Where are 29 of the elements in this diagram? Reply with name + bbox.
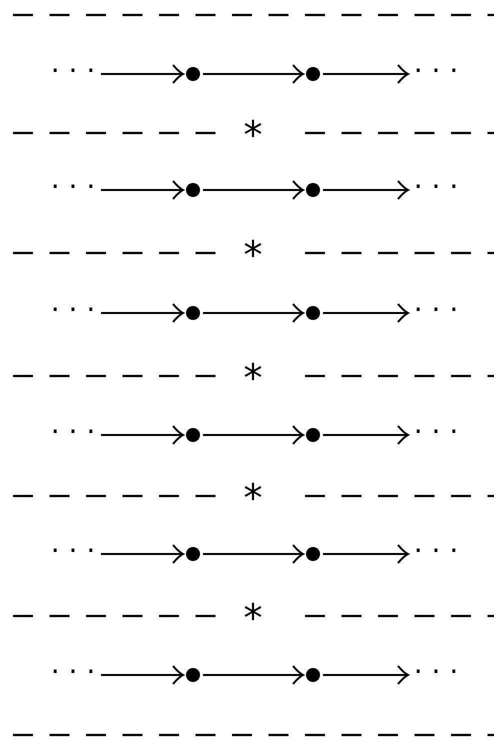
bullet-dot (306, 183, 320, 197)
ellipsis-text: · · · (411, 295, 461, 325)
asterisk-symbol: * (242, 235, 264, 267)
bullet-dot (306, 547, 320, 561)
bullet-dot (186, 428, 200, 442)
ellipsis-text: · · · (48, 295, 98, 325)
bullet-dot (186, 67, 200, 81)
ellipsis-text: · · · (48, 172, 98, 202)
asterisk-symbol: * (242, 598, 264, 630)
ellipsis-text: · · · (411, 657, 461, 687)
bullet-dot (306, 428, 320, 442)
bullet-dot (306, 668, 320, 682)
asterisk-symbol: * (242, 478, 264, 510)
bullet-dot (186, 306, 200, 320)
bullet-dot (306, 67, 320, 81)
bullet-dot (186, 183, 200, 197)
ellipsis-text: · · · (48, 657, 98, 687)
ellipsis-text: · · · (411, 417, 461, 447)
bullet-dot (186, 668, 200, 682)
bullet-dot (186, 547, 200, 561)
ellipsis-text: · · · (411, 56, 461, 86)
bullet-dot (306, 306, 320, 320)
ellipsis-text: · · · (411, 172, 461, 202)
asterisk-symbol: * (242, 115, 264, 147)
asterisk-symbol: * (242, 358, 264, 390)
ellipsis-text: · · · (411, 536, 461, 566)
ellipsis-text: · · · (48, 536, 98, 566)
ellipsis-text: · · · (48, 56, 98, 86)
ellipsis-text: · · · (48, 417, 98, 447)
